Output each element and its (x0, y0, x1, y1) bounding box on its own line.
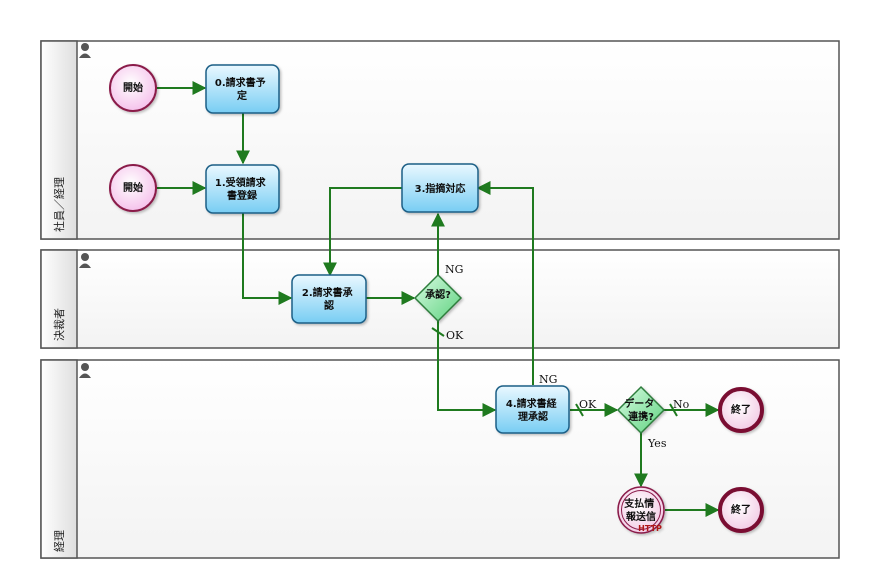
flow-task3-task2 (323, 187, 402, 277)
task-4[interactable]: 4.請求書経 理承認 (495, 385, 570, 434)
task-3[interactable]: 3.指摘対応 (401, 163, 479, 213)
gateway-data-link[interactable]: データ 連携? (616, 385, 666, 435)
task-label: 1.受領請求 書登録 (215, 176, 269, 202)
lane-accounting: 経理 (40, 359, 840, 559)
event-label: 開始 (123, 81, 143, 94)
start-event[interactable]: 開始 (109, 64, 157, 112)
person-icon (79, 253, 91, 268)
flow-label-ng: NG (539, 373, 557, 386)
flow-label-no: No (673, 398, 690, 411)
default-mark (669, 403, 678, 417)
event-label: 終了 (731, 403, 751, 416)
task-label: 0.請求書予 定 (215, 76, 269, 102)
default-mark (431, 327, 445, 337)
person-icon (79, 43, 91, 58)
end-event[interactable]: 終了 (718, 387, 764, 433)
task-label: 4.請求書経 理承認 (506, 397, 560, 423)
task-1[interactable]: 1.受領請求 書登録 (205, 164, 280, 214)
send-label: 支払情 報送信 (623, 497, 657, 523)
flow-label-ng: NG (445, 263, 463, 276)
http-badge: HTTP (638, 524, 662, 533)
task-2[interactable]: 2.請求書承 認 (291, 274, 367, 324)
lane-label: 経理 (53, 530, 66, 552)
person-icon (79, 363, 91, 378)
lane-approver: 決裁者 (40, 249, 840, 349)
start-event[interactable]: 開始 (109, 164, 157, 212)
lane-label: 社員／経理 (52, 177, 66, 232)
task-label: 2.請求書承 認 (302, 286, 356, 312)
gateway-approve[interactable]: 承認? (413, 273, 463, 323)
event-label: 開始 (123, 181, 143, 194)
flow-label-yes: Yes (647, 437, 667, 450)
default-mark (575, 403, 584, 417)
flow-label-ok: OK (446, 329, 464, 342)
flow-task4-task3 (476, 181, 534, 385)
flow-task1-task2 (242, 213, 293, 305)
task-label: 3.指摘対応 (415, 182, 466, 195)
lane-label: 決裁者 (53, 308, 66, 341)
task-0[interactable]: 0.請求書予 定 (205, 64, 280, 114)
gateway-label: 承認? (425, 288, 451, 301)
flow-label-ok: OK (579, 398, 597, 411)
event-label: 終了 (731, 503, 751, 516)
send-payment-info[interactable]: 支払情 報送信 HTTP (617, 486, 665, 534)
end-event[interactable]: 終了 (718, 487, 764, 533)
flow-gw1-task4 (437, 321, 497, 417)
gateway-label: データ 連携? (624, 397, 657, 423)
default-flow-marks (431, 327, 678, 417)
